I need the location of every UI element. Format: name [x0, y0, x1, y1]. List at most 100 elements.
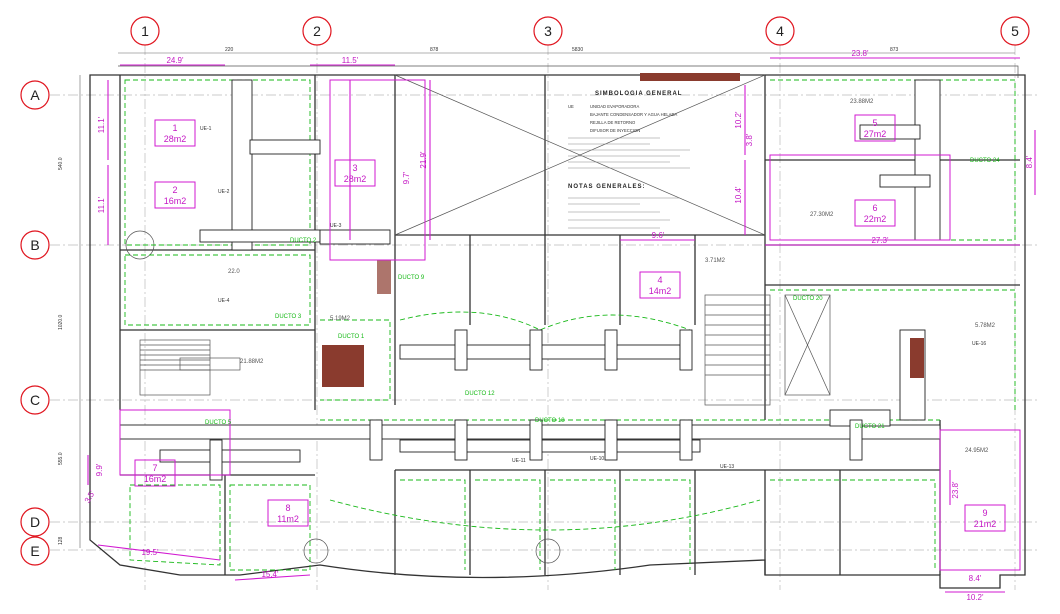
dim-10-4: 10.4' [734, 186, 743, 204]
row-bubble-a: A [20, 80, 50, 110]
row-bubble-b: B [20, 230, 50, 260]
column-bubble-4: 4 [765, 16, 795, 46]
dim-21-9: 21.9' [419, 151, 428, 169]
row-bubble-d: D [20, 507, 50, 537]
area-labels: 23.88M2 27.30M2 21.88M2 5.19M2 3.71M2 5.… [228, 99, 996, 454]
room-1-area: 28m2 [164, 134, 187, 144]
row-label-b: B [30, 237, 39, 253]
room-9-number: 9 [982, 508, 987, 518]
column-bubble-1: 1 [130, 16, 160, 46]
room-8-number: 8 [285, 503, 290, 513]
dim-top-220: 220 [225, 47, 234, 53]
area-a4: 5.19M2 [330, 316, 351, 322]
unit-ue13: UE-13 [720, 464, 734, 470]
room-7-area: 16m2 [144, 474, 167, 484]
column-bubble-2: 2 [302, 16, 332, 46]
dim-23-8b: 23.8' [951, 481, 960, 499]
column-label-4: 4 [776, 23, 784, 39]
legend-notes-title: NOTAS GENERALES: [568, 184, 646, 190]
room-3-area: 28m2 [344, 174, 367, 184]
legend-filler-lines [568, 137, 690, 229]
dim-top-878: 878 [430, 47, 439, 53]
legend-title: SIMBOLOGIA GENERAL [595, 91, 682, 97]
dim-8-4a: 8.4' [1025, 155, 1034, 168]
unit-ue10: UE-10 [590, 456, 604, 462]
duct-label-9: DUCTO 9 [398, 275, 425, 281]
dim-19-5: 19.5' [141, 548, 159, 557]
area-a1: 23.88M2 [850, 99, 874, 105]
room-2-area: 16m2 [164, 196, 187, 206]
room-6-area: 22m2 [864, 214, 887, 224]
dim-11-1a: 11.1' [97, 116, 106, 133]
column-label-5: 5 [1011, 23, 1019, 39]
room-4-number: 4 [657, 275, 662, 285]
room-7-number: 7 [152, 463, 157, 473]
legend-line-3: BAJANTE CONDENSADOR Y AGUA HELADA [590, 112, 678, 117]
row-label-c: C [30, 392, 40, 408]
row-label-e: E [30, 543, 39, 559]
dim-9-7: 9.7' [402, 171, 411, 184]
duct-label-12: DUCTO 12 [465, 391, 495, 397]
duct-label-20: DUCTO 20 [793, 296, 823, 302]
dim-27-3: 27.3' [871, 236, 889, 245]
dim-side-540: 540.0 [58, 157, 64, 170]
room-3-number: 3 [352, 163, 357, 173]
duct-labels: DUCTO 9 DUCTO 3 DUCTO 5 DUCTO 12 DUCTO 1… [205, 158, 1000, 430]
dim-top-5830: 5830 [572, 47, 583, 53]
column-bubble-5: 5 [1000, 16, 1030, 46]
unit-ue4: UE-4 [218, 298, 230, 304]
unit-ue3: UE-3 [330, 223, 342, 229]
room-2-number: 2 [172, 185, 177, 195]
unit-ue11: UE-11 [512, 458, 526, 464]
duct-label-18: DUCTO 18 [535, 418, 565, 424]
dim-3-8: 3.8' [745, 133, 754, 146]
room-9-area: 21m2 [974, 519, 997, 529]
area-a3: 21.88M2 [240, 359, 264, 365]
legend-line-2: UNIDAD EVAPORADORA [590, 104, 639, 109]
area-a2: 27.30M2 [810, 212, 834, 218]
row-bubble-c: C [20, 385, 50, 415]
dim-23-8: 23.8' [851, 49, 869, 58]
row-bubble-e: E [20, 536, 50, 566]
column-label-2: 2 [313, 23, 321, 39]
column-label-1: 1 [141, 23, 149, 39]
area-a8: 22.0 [228, 269, 240, 275]
top-dimension-line: 220 878 5830 873 [118, 47, 1015, 54]
area-a6: 5.78M2 [975, 323, 996, 329]
duct-label-3: DUCTO 3 [275, 314, 302, 320]
area-a5: 3.71M2 [705, 258, 726, 264]
legend-line-1: UE [568, 104, 574, 109]
duct-label-21: DUCTO 21 [855, 424, 885, 430]
duct-runs [119, 73, 941, 481]
side-dimension-line: 540.0 1020.0 555.0 128 [58, 75, 81, 548]
building-outline [89, 65, 1026, 589]
dim-9-6: 9.6' [652, 231, 665, 240]
dim-10-2: 10.2' [734, 111, 743, 129]
room-6-number: 6 [872, 203, 877, 213]
dim-11-1b: 11.1' [97, 196, 106, 213]
row-label-a: A [30, 87, 40, 103]
dim-side-128: 128 [58, 536, 64, 545]
dim-24-9: 24.9' [166, 56, 184, 65]
dim-11-5: 11.5' [342, 56, 359, 65]
dim-15-4: 15.4' [261, 570, 279, 579]
unit-ue1: UE-1 [200, 126, 212, 132]
room-5-area: 27m2 [864, 129, 887, 139]
room-1-number: 1 [172, 123, 177, 133]
room-5-number: 5 [872, 118, 877, 128]
unit-labels: UE-1 UE-2 UE-3 UE-4 UE-10 UE-11 UE-13 UE… [200, 126, 986, 470]
unit-ue16: UE-16 [972, 341, 986, 347]
row-label-d: D [30, 514, 40, 530]
duct-label-2: DUCTO 2 [290, 238, 317, 244]
duct-label-5: DUCTO 5 [205, 420, 232, 426]
